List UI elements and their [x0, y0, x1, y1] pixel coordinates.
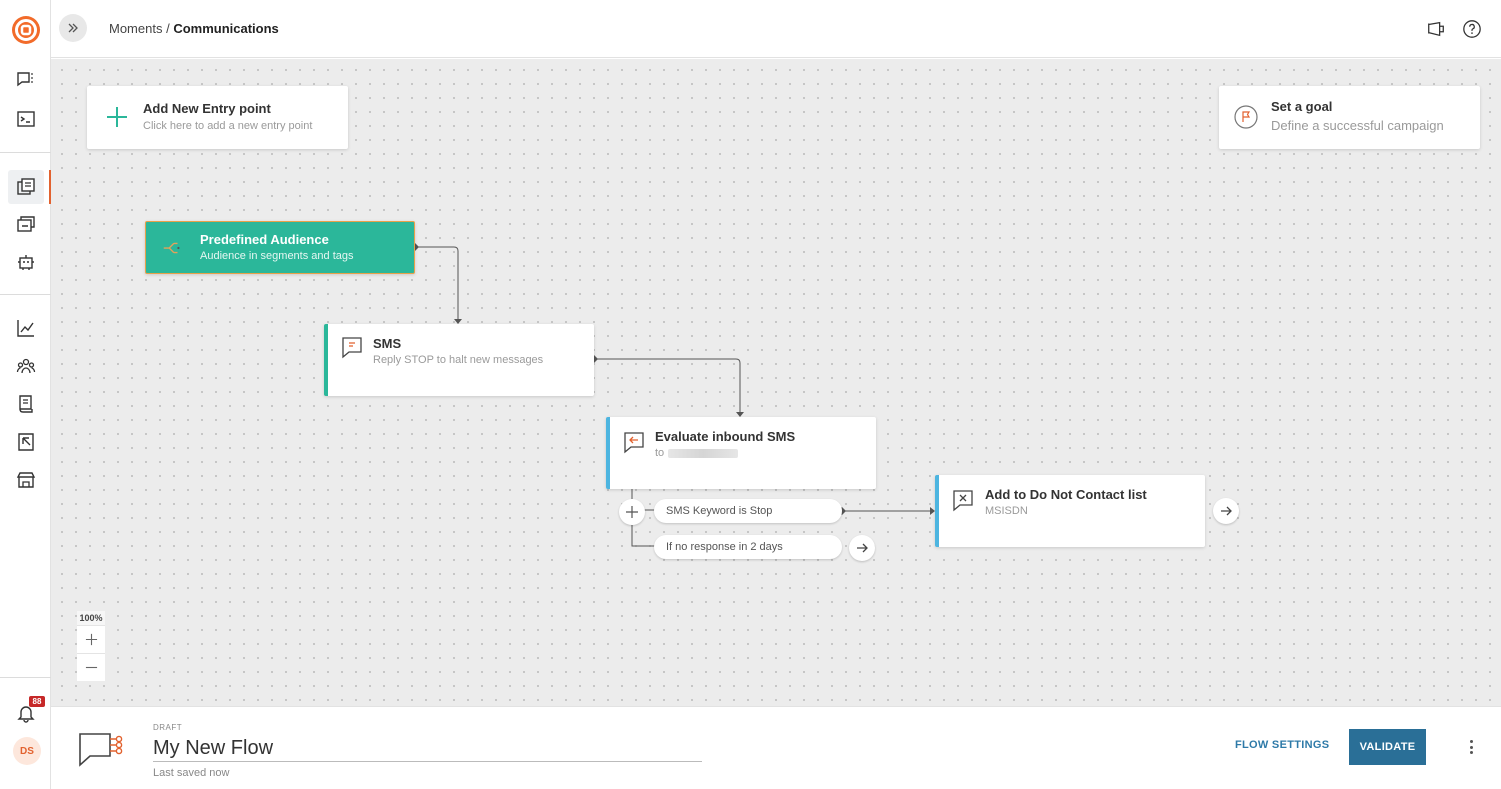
plus-icon: [626, 506, 638, 518]
double-chevron-right-icon: [68, 23, 78, 33]
dnc-subtitle: MSISDN: [985, 505, 1028, 517]
audience-title: Predefined Audience: [200, 232, 329, 247]
audience-split-icon: [160, 236, 184, 260]
arrow-right-icon: [857, 543, 868, 553]
broadcast-icon[interactable]: [13, 211, 39, 237]
dnc-title: Add to Do Not Contact list: [985, 487, 1147, 502]
connector-lines: [411, 243, 935, 547]
plus-icon: [85, 633, 97, 646]
flow-name-input[interactable]: [153, 736, 702, 762]
inbound-message-icon: [622, 430, 646, 454]
breadcrumb-parent[interactable]: Moments: [109, 21, 163, 36]
validate-button[interactable]: VALIDATE: [1349, 729, 1426, 765]
add-entry-point-card[interactable]: Add New Entry point Click here to add a …: [87, 86, 348, 149]
bots-icon[interactable]: [13, 249, 39, 275]
sms-title: SMS: [373, 336, 402, 351]
breadcrumb-separator: /: [162, 21, 174, 36]
minus-icon: [85, 666, 97, 669]
plus-icon: [105, 105, 129, 129]
do-not-contact-node[interactable]: Add to Do Not Contact list MSISDN: [935, 475, 1205, 547]
dnc-next-button[interactable]: [1213, 498, 1239, 524]
notification-badge: 88: [29, 696, 45, 707]
analytics-icon[interactable]: [13, 315, 39, 341]
goal-title: Set a goal: [1271, 99, 1333, 114]
sms-node[interactable]: SMS Reply STOP to halt new messages: [324, 324, 594, 396]
arrow-right-icon: [1221, 506, 1232, 516]
sms-subtitle: Reply STOP to halt new messages: [373, 354, 544, 366]
add-branch-button[interactable]: [619, 499, 645, 525]
flow-settings-button[interactable]: FLOW SETTINGS: [1235, 739, 1330, 751]
notifications-icon[interactable]: [13, 700, 39, 726]
predefined-audience-node[interactable]: Predefined Audience Audience in segments…: [145, 221, 415, 274]
flow-status: DRAFT: [153, 723, 183, 732]
announcements-icon[interactable]: [1425, 18, 1447, 40]
last-saved-text: Last saved now: [153, 767, 230, 779]
app-logo[interactable]: [11, 15, 41, 45]
zoom-in-button[interactable]: [77, 625, 105, 653]
expand-sidebar-button[interactable]: [59, 14, 87, 42]
store-icon[interactable]: [13, 467, 39, 493]
flag-icon: [1234, 105, 1258, 129]
entry-point-title: Add New Entry point: [143, 101, 271, 116]
zoom-controls: 100%: [77, 611, 105, 681]
moments-icon[interactable]: [13, 174, 39, 200]
audience-subtitle: Audience in segments and tags: [200, 250, 354, 262]
set-goal-card[interactable]: Set a goal Define a successful campaign: [1219, 86, 1480, 149]
goal-subtitle: Define a successful campaign: [1271, 118, 1444, 133]
zoom-level: 100%: [77, 611, 105, 625]
flow-icon: [77, 728, 125, 770]
user-avatar[interactable]: DS: [13, 737, 41, 765]
zoom-out-button[interactable]: [77, 653, 105, 681]
more-options-icon[interactable]: [1467, 737, 1475, 757]
branch-keyword-stop[interactable]: SMS Keyword is Stop: [654, 499, 842, 523]
no-response-next-button[interactable]: [849, 535, 875, 561]
redacted-number: [668, 448, 739, 458]
branch-no-response[interactable]: If no response in 2 days: [654, 535, 842, 559]
people-icon[interactable]: [13, 353, 39, 379]
evaluate-inbound-sms-node[interactable]: Evaluate inbound SMS to: [606, 417, 876, 489]
terminal-icon[interactable]: [13, 106, 39, 132]
block-message-icon: [951, 488, 975, 512]
left-rail: 88 DS: [0, 0, 51, 789]
top-header: Moments / Communications: [51, 0, 1501, 58]
breadcrumb-current: Communications: [173, 21, 279, 36]
flow-canvas[interactable]: Add New Entry point Click here to add a …: [51, 59, 1501, 706]
sms-message-icon: [340, 335, 364, 359]
evaluate-subtitle: to: [655, 447, 739, 459]
flow-footer: DRAFT Last saved now FLOW SETTINGS VALID…: [51, 706, 1501, 789]
conversations-icon[interactable]: [13, 67, 39, 93]
breadcrumb: Moments / Communications: [109, 21, 279, 36]
evaluate-title: Evaluate inbound SMS: [655, 429, 796, 444]
help-icon[interactable]: [1461, 18, 1483, 40]
templates-icon[interactable]: [13, 391, 39, 417]
exports-icon[interactable]: [13, 429, 39, 455]
entry-point-subtitle: Click here to add a new entry point: [143, 120, 313, 132]
